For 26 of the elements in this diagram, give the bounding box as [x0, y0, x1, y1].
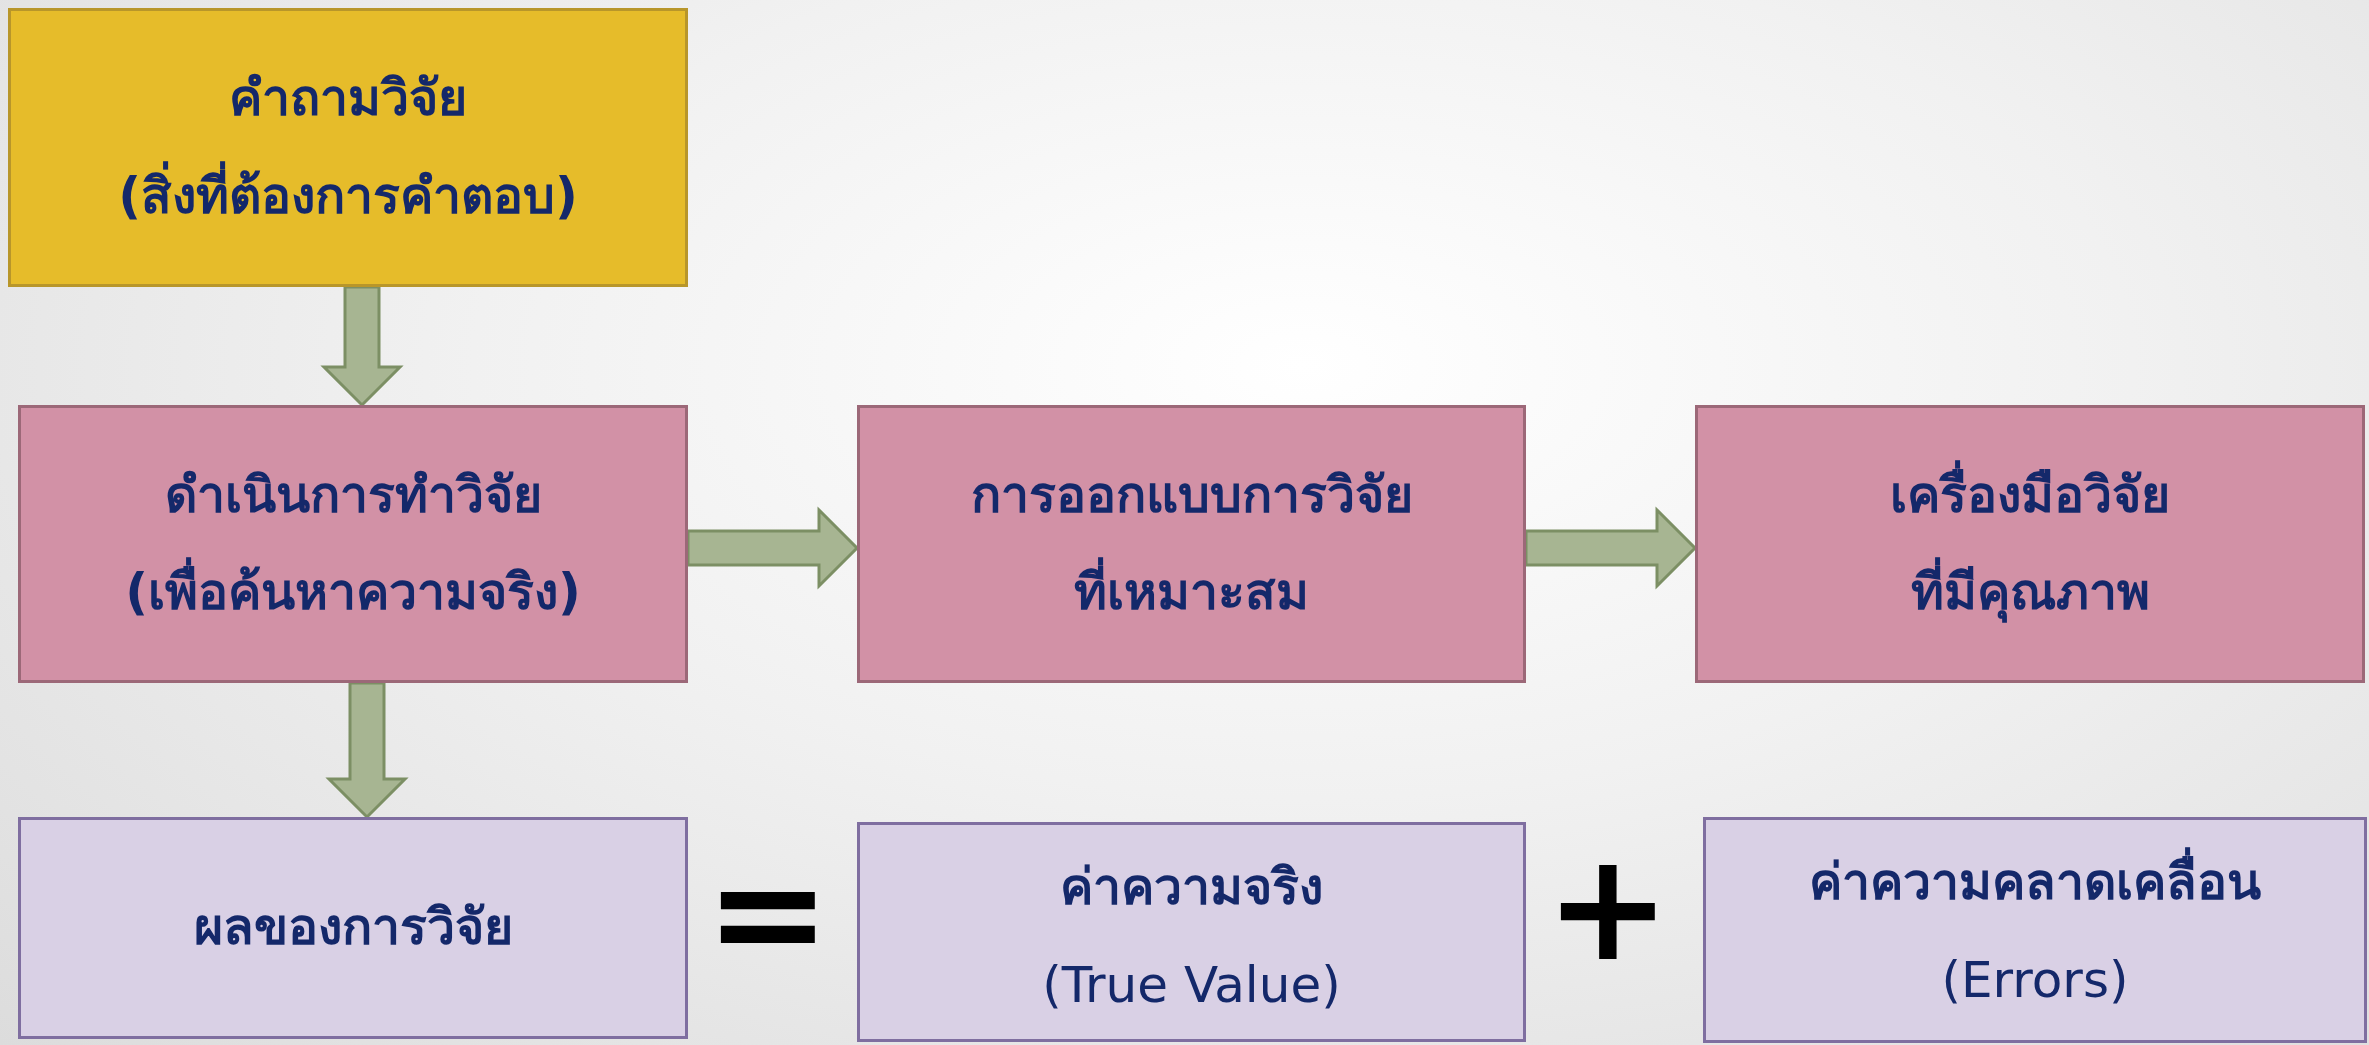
block-arrow [325, 681, 409, 820]
box-text: การออกแบบการวิจัย [970, 464, 1413, 526]
process-box [857, 405, 1526, 683]
box-text: (เพื่อค้นหาความจริง) [125, 544, 581, 642]
operator-sign: + [1545, 832, 1671, 982]
process-box [1703, 817, 2367, 1043]
block-arrow [1524, 506, 1698, 590]
box-text: ค่าความจริง [1060, 857, 1323, 918]
process-box [18, 817, 688, 1039]
box-text: ที่เหมาะสม [1074, 544, 1309, 642]
box-text: ค่าความคลาดเคลื่อน [1809, 834, 2261, 932]
box-text: คำถามวิจัย [229, 68, 467, 129]
process-box [8, 8, 688, 287]
box-text: เครื่องมือวิจัย [1890, 446, 2170, 544]
box-text: ดำเนินการทำวิจัย [164, 464, 542, 526]
box-text: ที่มีคุณภาพ [1910, 544, 2150, 642]
box-text: (Errors) [1941, 949, 2129, 1011]
process-box [18, 405, 688, 683]
box-text: (True Value) [1042, 954, 1341, 1016]
operator-sign: = [705, 838, 831, 988]
box-text: ผลของการวิจัย [193, 897, 513, 959]
block-arrow [686, 506, 860, 590]
block-arrow [320, 285, 404, 408]
process-box [1695, 405, 2365, 683]
box-text: (สิ่งที่ต้องการคำตอบ) [118, 147, 578, 245]
process-box [857, 822, 1526, 1042]
